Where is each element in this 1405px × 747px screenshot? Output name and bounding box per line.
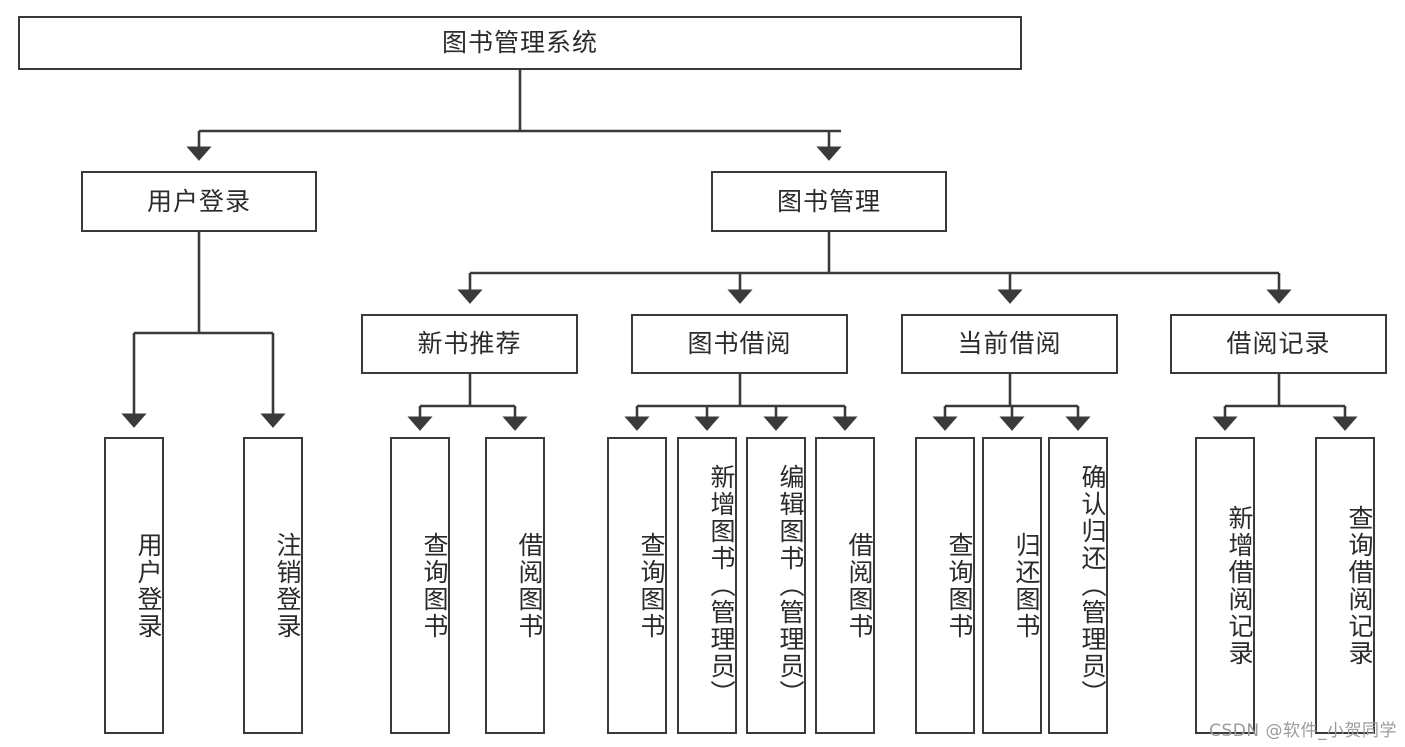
leaf-label: 用户登录 xyxy=(134,531,163,640)
leaf-query-book-borrow[interactable]: 查询图书 xyxy=(607,437,667,734)
node-root-system[interactable]: 图书管理系统 xyxy=(18,16,1022,70)
leaf-borrow-book[interactable]: 借阅图书 xyxy=(815,437,875,734)
node-borrow-record[interactable]: 借阅记录 xyxy=(1170,314,1387,374)
leaf-user-logout[interactable]: 注销登录 xyxy=(243,437,303,734)
leaf-label: 编辑图书（管理员） xyxy=(776,464,805,707)
leaf-borrow-book-recommend[interactable]: 借阅图书 xyxy=(485,437,545,734)
leaf-query-borrow-record[interactable]: 查询借阅记录 xyxy=(1315,437,1375,734)
leaf-label: 查询借阅记录 xyxy=(1345,504,1374,667)
leaf-add-book-admin[interactable]: 新增图书（管理员） xyxy=(677,437,737,734)
node-book-borrow[interactable]: 图书借阅 xyxy=(631,314,848,374)
leaf-label: 新增借阅记录 xyxy=(1225,504,1254,667)
leaf-label: 确认归还（管理员） xyxy=(1078,464,1107,707)
node-book-management[interactable]: 图书管理 xyxy=(711,171,947,232)
leaf-return-book[interactable]: 归还图书 xyxy=(982,437,1042,734)
leaf-label: 查询图书 xyxy=(637,531,666,640)
leaf-label: 借阅图书 xyxy=(845,531,874,640)
leaf-query-book-current[interactable]: 查询图书 xyxy=(915,437,975,734)
leaf-edit-book-admin[interactable]: 编辑图书（管理员） xyxy=(746,437,806,734)
leaf-label: 归还图书 xyxy=(1012,531,1041,640)
leaf-label: 查询图书 xyxy=(420,531,449,640)
leaf-query-book-recommend[interactable]: 查询图书 xyxy=(390,437,450,734)
leaf-confirm-return-admin[interactable]: 确认归还（管理员） xyxy=(1048,437,1108,734)
leaf-add-borrow-record[interactable]: 新增借阅记录 xyxy=(1195,437,1255,734)
node-user-login[interactable]: 用户登录 xyxy=(81,171,317,232)
leaf-label: 新增图书（管理员） xyxy=(707,464,736,707)
leaf-label: 借阅图书 xyxy=(515,531,544,640)
leaf-label: 注销登录 xyxy=(273,531,302,640)
node-current-borrow[interactable]: 当前借阅 xyxy=(901,314,1118,374)
csdn-watermark: CSDN @软件_小贺同学 xyxy=(1209,721,1397,741)
node-new-book-recommend[interactable]: 新书推荐 xyxy=(361,314,578,374)
leaf-label: 查询图书 xyxy=(945,531,974,640)
leaf-user-login[interactable]: 用户登录 xyxy=(104,437,164,734)
